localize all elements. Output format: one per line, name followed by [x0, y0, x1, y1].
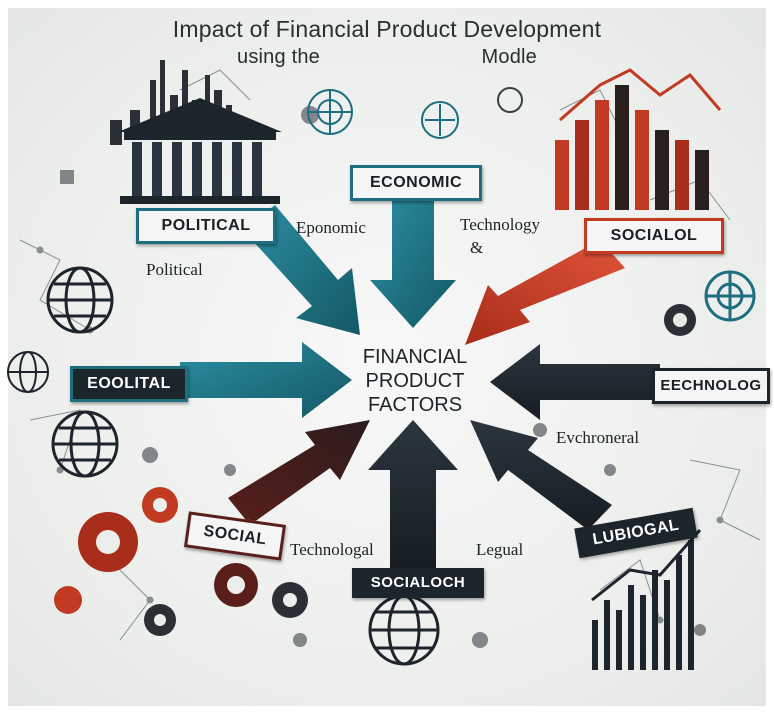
label-technology: Technology [460, 215, 541, 234]
gear-icon [54, 487, 308, 636]
arrow-social [228, 420, 370, 525]
center-line-2: PRODUCT [365, 370, 465, 392]
banner-socialol: SOCIALOL [584, 218, 724, 254]
label-ampersand: & [470, 238, 484, 257]
globe-icon [46, 266, 114, 334]
banner-socialoch: SOCIALOCH [352, 568, 484, 598]
bar-chart-icon [555, 68, 722, 210]
network-icon [704, 270, 756, 322]
arrow-lubiogal [470, 420, 612, 530]
arrow-economic [370, 195, 456, 328]
diagram-title: Impact of Financial Product Development [172, 16, 602, 42]
banner-economic: ECONOMIC [350, 165, 482, 201]
arrow-socialol [465, 240, 625, 345]
gear-icon [664, 304, 696, 336]
diagram-subtitle: using the Modle [0, 46, 774, 69]
label-technologal: Technologal [290, 540, 374, 559]
center-line-1: FINANCIAL [362, 346, 468, 368]
label-political: Political [146, 260, 203, 279]
arrow-echnolog [490, 344, 660, 420]
subtitle-right: Modle [481, 46, 537, 68]
bar-chart-icon [591, 529, 702, 670]
background-scribbles [19, 69, 761, 641]
network-icon [307, 87, 523, 139]
pillared-building-icon [118, 98, 282, 204]
banner-political: POLITICAL [136, 208, 276, 244]
banner-echnolog: EECHNOLOG [652, 368, 770, 404]
label-legual: Legual [476, 540, 524, 559]
label-evchroneral: Evchroneral [556, 428, 640, 447]
arrow-socialoch [368, 420, 458, 570]
center-line-3: FACTORS [367, 394, 463, 416]
globe-icon [368, 594, 440, 666]
arrow-eoolital [180, 342, 352, 418]
banner-eoolital: EOOLITAL [70, 366, 188, 402]
globe-icon [7, 351, 49, 393]
globe-icon [51, 410, 119, 478]
subtitle-left: using the [237, 46, 320, 68]
center-label: FINANCIAL PRODUCT FACTORS [335, 345, 495, 417]
label-eponomic: Eponomic [296, 218, 366, 237]
